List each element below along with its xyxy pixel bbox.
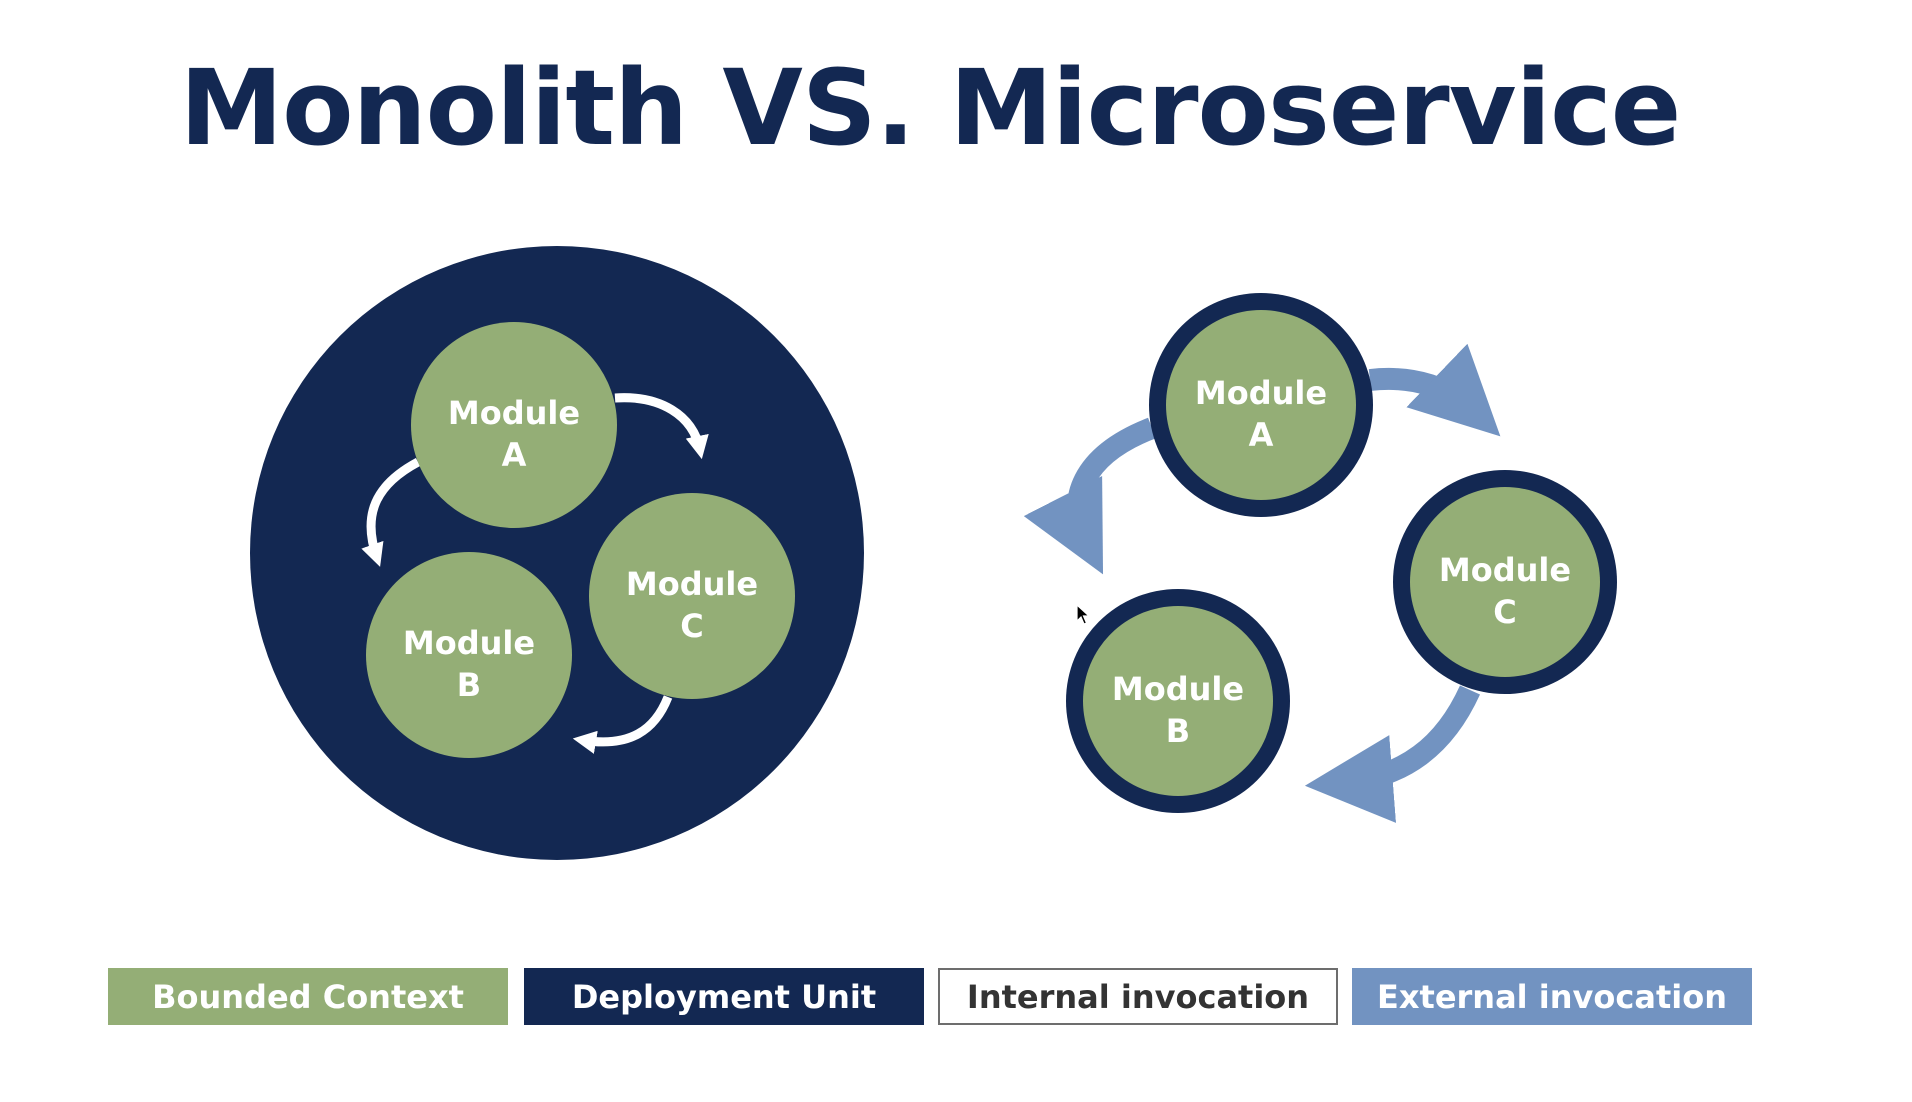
- external-arrow-a-to-b: [1023, 417, 1157, 575]
- monolith-module-c: Module C: [589, 493, 795, 699]
- module-letter: B: [1166, 712, 1190, 750]
- module-letter: A: [502, 436, 527, 474]
- module-letter: C: [680, 607, 703, 645]
- module-letter: B: [457, 666, 481, 704]
- bounded-context-circle: [1083, 606, 1273, 796]
- module-label: Module: [448, 394, 580, 432]
- bounded-context-circle: [589, 493, 795, 699]
- module-letter: C: [1493, 593, 1516, 631]
- legend-external-invocation: External invocation: [1352, 968, 1752, 1025]
- module-letter: A: [1249, 416, 1274, 454]
- legend-internal-invocation: Internal invocation: [938, 968, 1338, 1025]
- mouse-pointer-icon: [1076, 604, 1090, 625]
- module-label: Module: [626, 565, 758, 603]
- module-label: Module: [1112, 670, 1244, 708]
- page-title: Monolith VS. Microservice: [179, 47, 1682, 169]
- microservice-module-a: Module A: [1149, 293, 1373, 517]
- external-arrow-a-to-c: [1368, 343, 1501, 437]
- internal-arrow-a-to-c: [614, 393, 709, 460]
- module-label: Module: [403, 624, 535, 662]
- monolith-module-b: Module B: [366, 552, 572, 758]
- legend-bounded-context: Bounded Context: [108, 968, 508, 1025]
- internal-arrow-c-to-b: [572, 695, 673, 754]
- monolith-module-a: Module A: [411, 322, 617, 528]
- external-arrow-c-to-b: [1304, 685, 1481, 823]
- module-label: Module: [1195, 374, 1327, 412]
- legend-deployment-unit: Deployment Unit: [524, 968, 924, 1025]
- bounded-context-circle: [1166, 310, 1356, 500]
- monolith-group: Module A Module B Module C: [250, 246, 864, 860]
- bounded-context-circle: [411, 322, 617, 528]
- bounded-context-circle: [1410, 487, 1600, 677]
- microservice-module-b: Module B: [1066, 589, 1290, 813]
- microservice-module-c: Module C: [1393, 470, 1617, 694]
- bounded-context-circle: [366, 552, 572, 758]
- internal-arrow-a-to-b: [361, 458, 421, 567]
- module-label: Module: [1439, 551, 1571, 589]
- microservice-group: Module A Module B Module C: [1023, 293, 1617, 823]
